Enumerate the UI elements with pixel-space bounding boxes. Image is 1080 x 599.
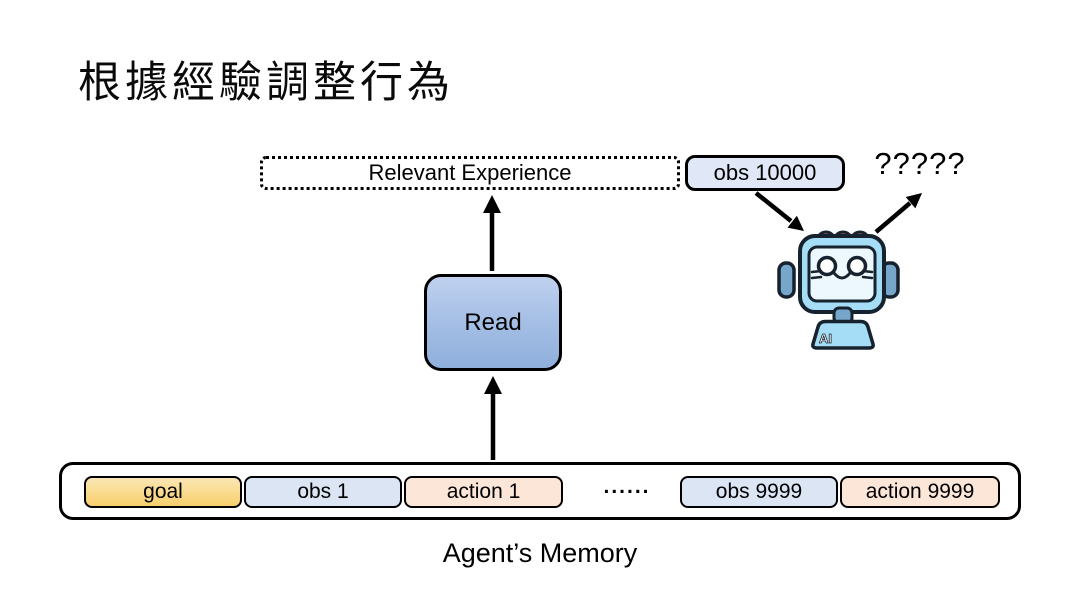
robot-smile: [832, 271, 852, 280]
memory-item-action-9999: action 9999: [840, 476, 1000, 508]
robot-whiskers: [810, 269, 874, 280]
arrow-read-to-experience: [483, 195, 501, 271]
unknown-action-question-marks: ?????: [874, 146, 966, 181]
relevant-experience-label: Relevant Experience: [368, 160, 572, 185]
ai-robot-illustration: AI: [777, 230, 900, 350]
robot-bump: [815, 230, 837, 252]
robot-ai-badge: AI: [819, 331, 832, 346]
arrow-robot-to-question: [874, 193, 922, 234]
robot-eye-right: [846, 255, 868, 277]
robot-head: [798, 234, 886, 314]
obs-10000-label: obs 10000: [713, 160, 817, 185]
slide-title: 根據經驗調整行為: [78, 59, 454, 107]
robot-ear-right: [880, 261, 900, 299]
robot-eye-left: [816, 255, 838, 277]
obs-10000-box: obs 10000: [685, 155, 845, 191]
robot-neck: [832, 306, 854, 325]
memory-ellipsis: ......: [603, 475, 651, 498]
arrow-obs-to-robot: [754, 191, 804, 231]
robot-ear-left: [777, 261, 796, 299]
agent-memory-caption: Agent’s Memory: [442, 538, 638, 568]
robot-face-screen: [807, 245, 877, 303]
arrow-memory-to-read: [484, 376, 502, 460]
read-operation-box: Read: [424, 274, 562, 371]
relevant-experience-box: Relevant Experience: [260, 156, 680, 190]
robot-bump: [849, 230, 871, 252]
memory-item-obs-1: obs 1: [244, 476, 402, 508]
robot-body: [811, 319, 875, 350]
read-label: Read: [464, 308, 522, 336]
robot-bump: [832, 230, 854, 252]
memory-item-obs-9999: obs 9999: [680, 476, 838, 508]
memory-item-goal: goal: [84, 476, 242, 508]
memory-item-action-1: action 1: [404, 476, 563, 508]
